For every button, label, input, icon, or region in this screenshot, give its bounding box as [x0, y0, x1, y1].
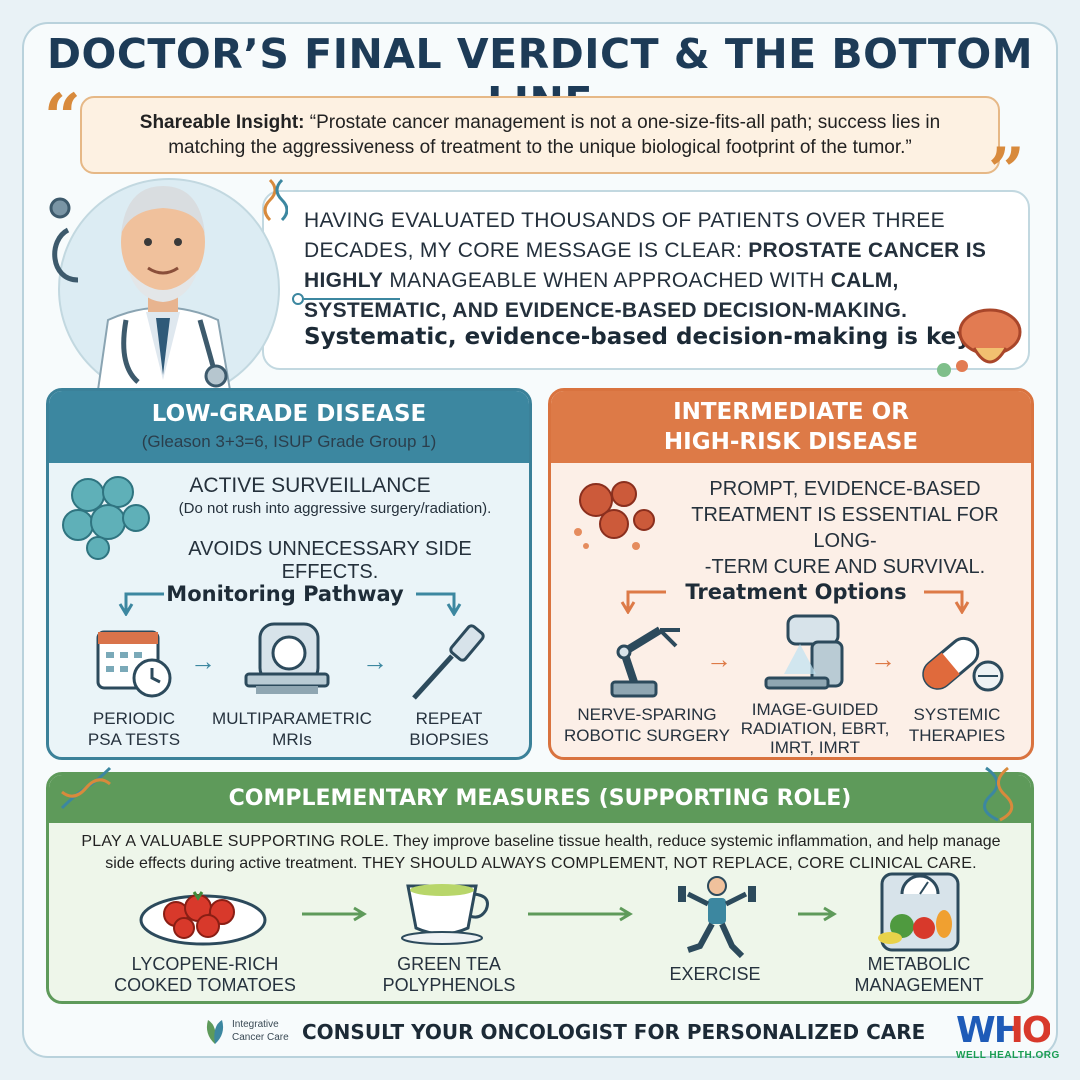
divider-line-icon — [292, 293, 400, 305]
curved-arrow-icon — [620, 590, 666, 614]
high-risk-heading-line2: HIGH-RISK DISEASE — [663, 429, 919, 455]
calendar-clock-icon — [96, 630, 172, 698]
consult-oncologist-cta: CONSULT YOUR ONCOLOGIST FOR PERSONALIZED… — [302, 1020, 926, 1044]
active-surveillance-note: (Do not rush into aggressive surgery/rad… — [178, 500, 492, 517]
insight-quote: “Prostate cancer management is not a one… — [168, 112, 941, 158]
open-quote-icon: “ — [44, 80, 81, 155]
tea-cup-icon — [401, 884, 489, 945]
step-arrow: → — [706, 644, 732, 674]
high-risk-heading-line1: INTERMEDIATE OR — [673, 399, 909, 425]
cancer-cells-icon — [574, 481, 655, 550]
step-arrow: → — [870, 644, 896, 674]
step-arrow: → — [190, 646, 216, 676]
tomato-plate-icon — [139, 891, 267, 946]
robotic-arm-icon — [610, 626, 680, 698]
doctor-portrait-icon — [49, 178, 288, 390]
high-risk-header: INTERMEDIATE OR HIGH-RISK DISEASE — [551, 391, 1031, 463]
cells-cluster-icon — [62, 476, 150, 560]
message-part: HAVING EVALUATED THOUSANDS OF PATIENTS O… — [304, 209, 945, 262]
radiation-machine-icon — [764, 614, 844, 690]
curved-arrow-icon — [118, 592, 164, 616]
curved-arrow-icon — [798, 906, 837, 922]
curved-arrow-icon — [528, 906, 633, 922]
low-grade-header: LOW-GRADE DISEASE (Gleason 3+3=6, ISUP G… — [49, 391, 529, 463]
who-logo-text: WHO — [956, 1010, 1052, 1051]
mri-scanner-icon — [244, 622, 330, 694]
who-logo-sub: WELL HEALTH.ORG — [956, 1050, 1060, 1061]
pill-icon — [922, 636, 1004, 692]
doctor-message-panel — [262, 190, 1030, 370]
low-grade-heading: LOW-GRADE DISEASE — [151, 401, 427, 427]
complementary-description: PLAY A VALUABLE SUPPORTING ROLE. They im… — [81, 833, 1001, 872]
low-grade-benefit: AVOIDS UNNECESSARY SIDE EFFECTS. — [188, 538, 472, 583]
high-risk-card: INTERMEDIATE OR HIGH-RISK DISEASE — [548, 388, 1034, 760]
doctor-core-message: HAVING EVALUATED THOUSANDS OF PATIENTS O… — [304, 206, 1004, 326]
prostate-organ-icon — [937, 308, 1022, 377]
insight-label: Shareable Insight: — [139, 112, 305, 133]
dna-icon — [60, 766, 112, 810]
step-arrow: → — [362, 646, 388, 676]
monitoring-pathway-title: Monitoring Pathway — [166, 582, 404, 606]
biopsy-needle-icon — [412, 624, 485, 700]
message-part: MANAGEABLE WHEN APPROACHED WITH — [383, 269, 831, 292]
complementary-heading: COMPLEMENTARY MEASURES (SUPPORTING ROLE) — [49, 775, 1031, 823]
doctor-key-line: Systematic, evidence-based decision-maki… — [304, 324, 978, 350]
message-highlight: CALM, SYSTEMATIC, AND — [304, 269, 899, 322]
curved-arrow-icon — [924, 590, 970, 614]
low-grade-card: LOW-GRADE DISEASE (Gleason 3+3=6, ISUP G… — [46, 388, 532, 760]
item-label: EXERCISE — [669, 964, 761, 984]
complementary-measures-panel: COMPLEMENTARY MEASURES (SUPPORTING ROLE)… — [46, 772, 1034, 1004]
message-highlight: PROSTATE CANCER IS — [748, 239, 987, 262]
leaf-icon — [206, 1020, 224, 1044]
exercise-icon — [678, 876, 756, 959]
curved-arrow-icon — [302, 906, 367, 922]
dna-icon — [983, 766, 1014, 822]
low-grade-subheading: (Gleason 3+3=6, ISUP Grade Group 1) — [141, 432, 437, 451]
curved-arrow-icon — [416, 592, 462, 616]
active-surveillance-label: ACTIVE SURVEILLANCE — [189, 474, 431, 497]
scale-vegetables-icon — [878, 872, 960, 952]
who-logo: WHO WELL HEALTH.ORG — [956, 1012, 1074, 1068]
treatment-options-title: Treatment Options — [685, 580, 907, 604]
message-highlight: EVIDENCE-BASED DECISION-MAKING. — [504, 299, 908, 322]
message-highlight: HIGHLY — [304, 269, 384, 292]
shareable-insight: Shareable Insight: “Prostate cancer mana… — [80, 96, 1000, 174]
